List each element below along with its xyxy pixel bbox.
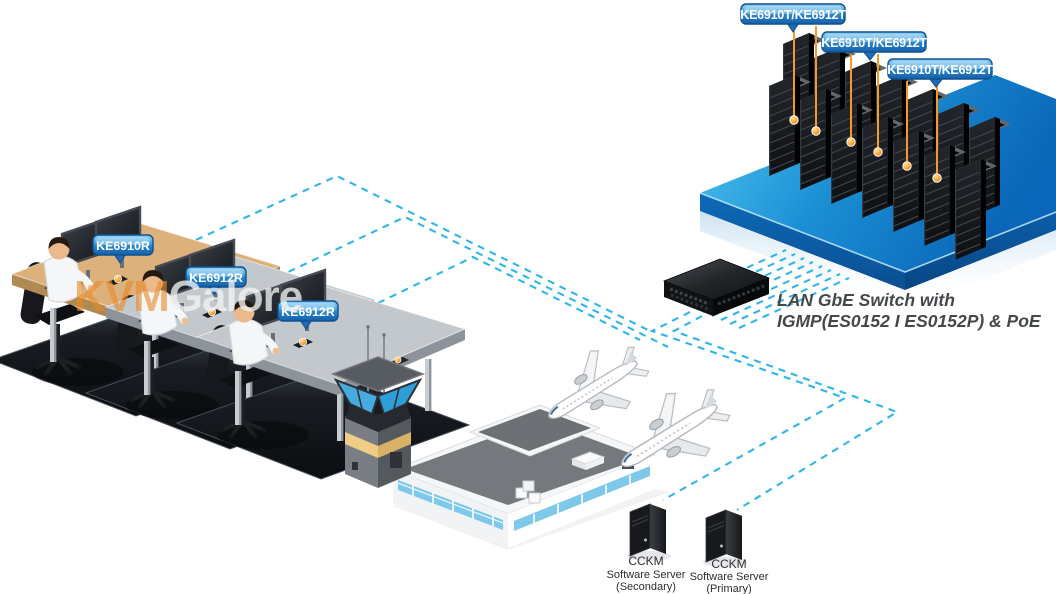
tx-badge-1: KE6910T/KE6912T	[740, 3, 847, 33]
tx-badge-2: KE6910T/KE6912T	[821, 31, 928, 61]
rx-badge-1: KE6910R	[92, 234, 154, 264]
cckm-server-secondary	[627, 503, 671, 561]
tx-badge-2-label: KE6910T/KE6912T	[821, 36, 927, 50]
primary-line3: (Primary)	[706, 583, 751, 594]
switch-caption: LAN GbE Switch with IGMP(ES0152 I ES0152…	[777, 290, 1042, 331]
watermark-part2: Galore	[169, 272, 302, 321]
switch-caption-line2: IGMP(ES0152 I ES0152P) & PoE	[777, 311, 1042, 331]
connector-dots	[789, 115, 942, 183]
lan-switch	[662, 258, 771, 316]
rx-badge-2-label: KE6912R	[189, 271, 243, 285]
switch-to-cckm-links	[649, 311, 900, 511]
watermark-part1: KVM	[74, 272, 169, 321]
control-tower	[330, 325, 426, 488]
cckm-server-primary-label: CCKM Software Server (Primary)	[690, 557, 769, 594]
rx-badge-3: KE6912R	[277, 300, 339, 330]
terminal-building	[391, 404, 670, 550]
primary-line2: Software Server	[690, 571, 769, 583]
tx-connector-lines	[789, 26, 942, 183]
rx-badge-1-label: KE6910R	[96, 239, 150, 253]
secondary-line2: Software Server	[607, 569, 686, 581]
cckm-server-secondary-label: CCKM Software Server (Secondary)	[607, 554, 686, 593]
cckm-server-primary	[703, 509, 747, 567]
tx-badge-3: KE6910T/KE6912T	[887, 58, 994, 88]
secondary-line3: (Secondary)	[616, 581, 676, 593]
switch-caption-line1: LAN GbE Switch with	[777, 290, 955, 310]
tx-badge-1-label: KE6910T/KE6912T	[740, 8, 846, 22]
window-bands	[397, 466, 650, 531]
tx-badge-3-label: KE6910T/KE6912T	[887, 63, 993, 77]
rx-badge-2: KE6912R	[185, 266, 247, 296]
watermark: KVMGalore	[74, 272, 302, 321]
secondary-line1: CCKM	[628, 554, 663, 568]
rx-badge-3-label: KE6912R	[281, 305, 335, 319]
primary-line1: CCKM	[711, 557, 746, 571]
